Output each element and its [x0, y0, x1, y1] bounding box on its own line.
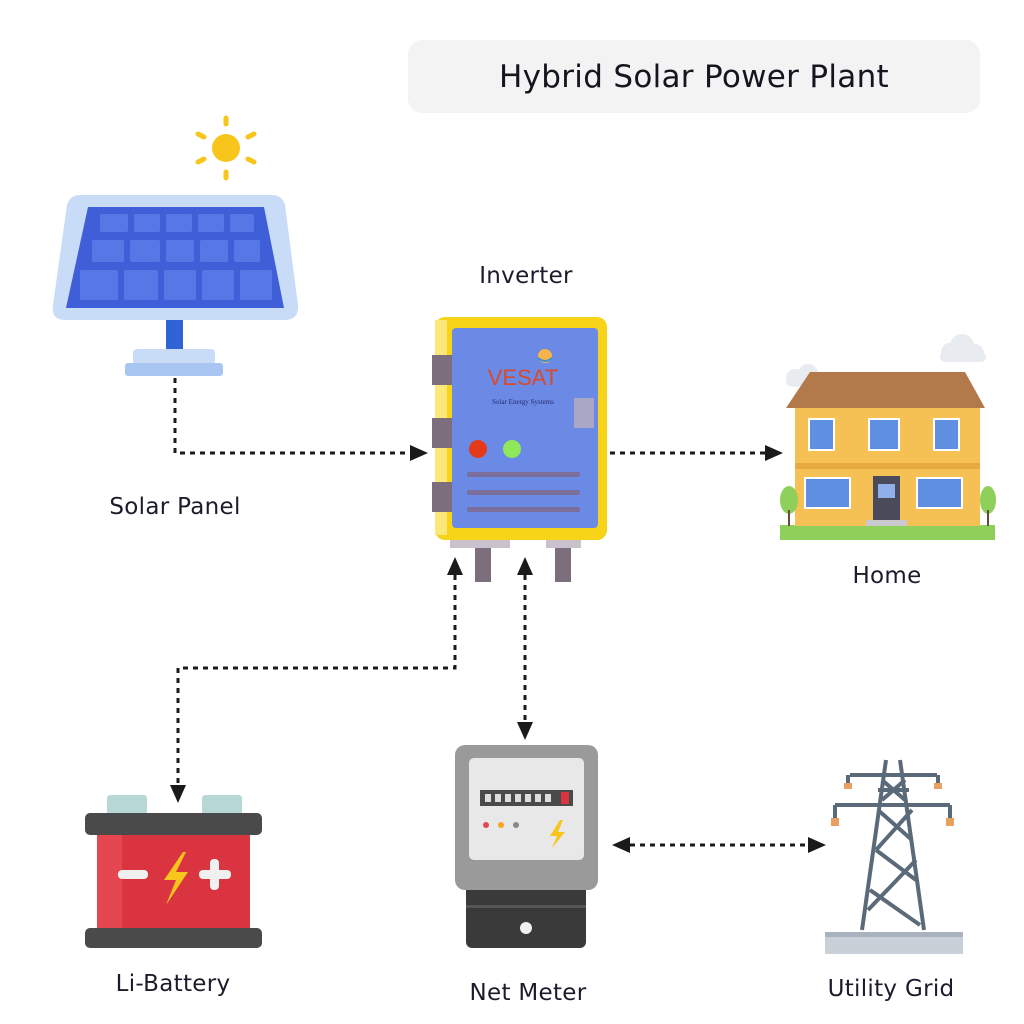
- arrow-head: [808, 837, 826, 853]
- arrow-head: [765, 445, 783, 461]
- battery-icon: [85, 795, 262, 948]
- solar-panel-icon: [52, 195, 299, 376]
- inverter-brand-tagline: Solar Energy Systems: [492, 398, 554, 406]
- sun-icon: [195, 115, 257, 181]
- tower-base: [825, 932, 963, 954]
- label-solar-panel: Solar Panel: [109, 494, 241, 520]
- label-home: Home: [852, 563, 922, 589]
- label-battery: Li-Battery: [115, 971, 231, 997]
- arrow-head: [410, 445, 428, 461]
- inverter-icon: VESAT Solar Energy Systems: [432, 317, 607, 582]
- connector-solar-inverter: [173, 378, 410, 455]
- insulators: [831, 783, 954, 826]
- tower-base-top: [825, 932, 963, 937]
- arrow-head: [517, 557, 533, 575]
- home-icon: [780, 334, 996, 540]
- label-utility-grid: Utility Grid: [827, 976, 955, 1002]
- arrow-head: [517, 722, 533, 740]
- utility-grid-tower-icon: [833, 759, 952, 931]
- title-box: Hybrid Solar Power Plant: [408, 40, 980, 113]
- label-inverter: Inverter: [479, 263, 573, 289]
- connector-battery-inverter: [176, 575, 457, 785]
- arrow-head: [170, 785, 186, 803]
- arrow-head: [612, 837, 630, 853]
- arrow-head: [447, 557, 463, 575]
- inverter-brand-logo: VESAT: [488, 365, 559, 390]
- net-meter-icon: [455, 745, 598, 948]
- diagram-title: Hybrid Solar Power Plant: [499, 58, 889, 95]
- label-net-meter: Net Meter: [469, 980, 587, 1006]
